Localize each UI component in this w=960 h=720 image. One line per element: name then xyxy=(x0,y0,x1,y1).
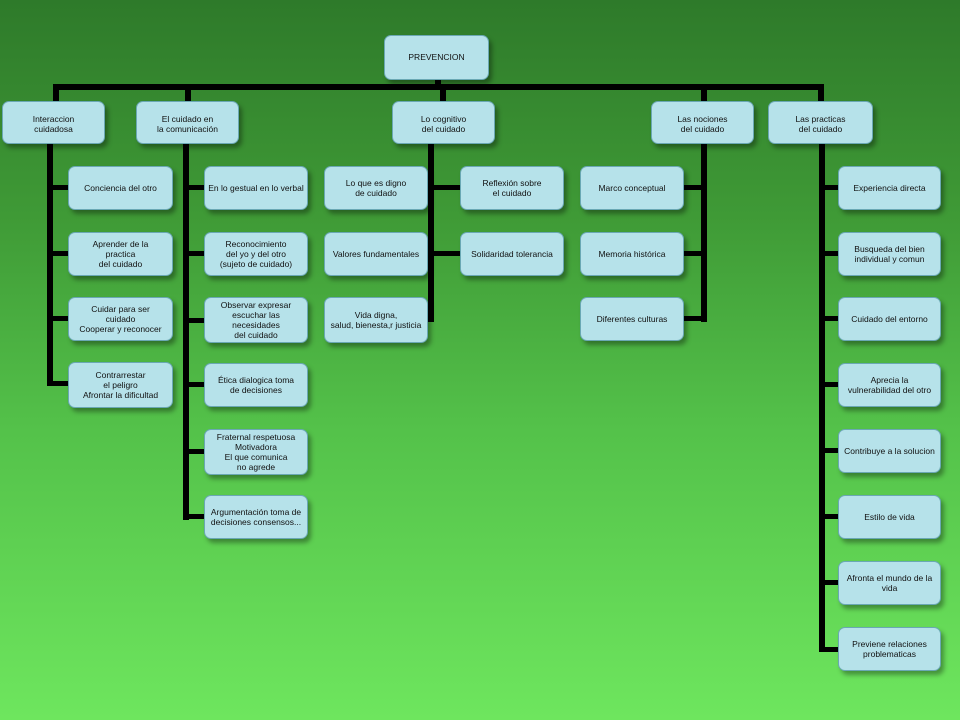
leaf-node: Cuidar para ser cuidado Cooperar y recon… xyxy=(68,297,173,341)
branch1-tick-3 xyxy=(47,316,69,321)
branch4-drop xyxy=(701,84,707,104)
root-connector xyxy=(435,79,441,88)
top-bus-line xyxy=(53,84,824,90)
branch5-tick-6 xyxy=(819,514,839,519)
leaf-node: Memoria histórica xyxy=(580,232,684,276)
leaf-node: Observar expresar escuchar las necesidad… xyxy=(204,297,308,343)
branch1-tick-4 xyxy=(47,381,69,386)
branch2-drop xyxy=(185,84,191,104)
branch2-tick-4 xyxy=(183,382,205,387)
branch5-tick-7 xyxy=(819,580,839,585)
branch3-drop xyxy=(440,84,446,104)
branch4-spine xyxy=(701,140,707,322)
branch4-tick-2 xyxy=(683,251,707,256)
leaf-node: En lo gestual en lo verbal xyxy=(204,166,308,210)
branch-node-nociones: Las nociones del cuidado xyxy=(651,101,754,144)
leaf-node: Contrarrestar el peligro Afrontar la dif… xyxy=(68,362,173,408)
branch2-tick-1 xyxy=(183,185,205,190)
leaf-node: Reflexión sobre el cuidado xyxy=(460,166,564,210)
leaf-node: Argumentación toma de decisiones consens… xyxy=(204,495,308,539)
branch2-tick-6 xyxy=(183,514,205,519)
leaf-node: Estilo de vida xyxy=(838,495,941,539)
root-node: PREVENCION xyxy=(384,35,489,80)
branch1-tick-1 xyxy=(47,185,69,190)
leaf-node: Experiencia directa xyxy=(838,166,941,210)
branch5-tick-3 xyxy=(819,316,839,321)
branch5-spine xyxy=(819,140,825,652)
branch1-tick-2 xyxy=(47,251,69,256)
branch3-tick-right-2 xyxy=(428,251,462,256)
leaf-node: Ética dialogica toma de decisiones xyxy=(204,363,308,407)
leaf-node: Afronta el mundo de la vida xyxy=(838,561,941,605)
branch-node-practicas: Las practicas del cuidado xyxy=(768,101,873,144)
leaf-node: Marco conceptual xyxy=(580,166,684,210)
leaf-node: Valores fundamentales xyxy=(324,232,428,276)
leaf-node: Fraternal respetuosa Motivadora El que c… xyxy=(204,429,308,475)
branch4-tick-1 xyxy=(683,185,707,190)
branch5-tick-1 xyxy=(819,185,839,190)
leaf-node: Previene relaciones problematicas xyxy=(838,627,941,671)
branch2-tick-5 xyxy=(183,449,205,454)
leaf-node: Reconocimiento del yo y del otro (sujeto… xyxy=(204,232,308,276)
leaf-node: Busqueda del bien individual y comun xyxy=(838,232,941,276)
branch5-tick-2 xyxy=(819,251,839,256)
branch5-drop xyxy=(818,84,824,104)
branch1-drop xyxy=(53,84,59,104)
branch-node-comunicacion: El cuidado en la comunicación xyxy=(136,101,239,144)
branch5-tick-5 xyxy=(819,448,839,453)
leaf-node: Diferentes culturas xyxy=(580,297,684,341)
branch4-tick-3 xyxy=(683,316,707,321)
branch-node-interaccion: Interaccion cuidadosa xyxy=(2,101,105,144)
leaf-node: Cuidado del entorno xyxy=(838,297,941,341)
branch2-tick-3 xyxy=(183,318,205,323)
leaf-node: Conciencia del otro xyxy=(68,166,173,210)
leaf-node: Contribuye a la solucion xyxy=(838,429,941,473)
branch-node-cognitivo: Lo cognitivo del cuidado xyxy=(392,101,495,144)
branch2-tick-2 xyxy=(183,251,205,256)
leaf-node: Aprender de la practica del cuidado xyxy=(68,232,173,276)
branch3-spine xyxy=(428,140,434,322)
branch3-tick-right-1 xyxy=(428,185,462,190)
branch5-tick-4 xyxy=(819,382,839,387)
leaf-node: Solidaridad tolerancia xyxy=(460,232,564,276)
branch5-tick-8 xyxy=(819,647,839,652)
branch1-spine xyxy=(47,140,53,386)
branch2-spine xyxy=(183,140,189,520)
leaf-node: Vida digna, salud, bienesta,r justicia xyxy=(324,297,428,343)
leaf-node: Lo que es digno de cuidado xyxy=(324,166,428,210)
leaf-node: Aprecia la vulnerabilidad del otro xyxy=(838,363,941,407)
